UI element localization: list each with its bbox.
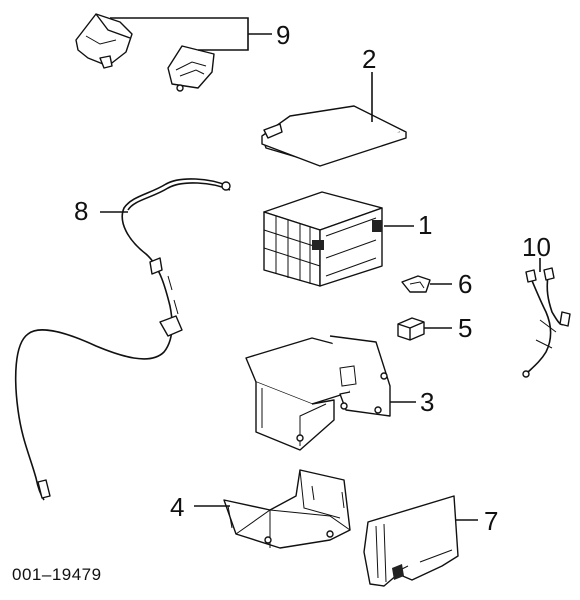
battery-cable-part xyxy=(14,178,231,501)
leader-9 xyxy=(110,17,272,51)
terminal-covers-part xyxy=(75,13,215,92)
callout-10: 10 xyxy=(522,232,551,262)
battery-cover-part xyxy=(261,105,407,167)
callout-9: 9 xyxy=(276,20,290,50)
figure-code: 001–19479 xyxy=(12,565,102,584)
callout-3: 3 xyxy=(420,387,434,417)
block-part xyxy=(397,317,425,341)
shield-panel-part xyxy=(363,495,459,587)
callout-7: 7 xyxy=(484,506,498,536)
callout-5: 5 xyxy=(458,313,472,343)
harness-part xyxy=(522,267,571,378)
callout-1: 1 xyxy=(418,210,432,240)
callout-2: 2 xyxy=(362,44,376,74)
callout-8: 8 xyxy=(74,196,88,226)
callout-6: 6 xyxy=(458,269,472,299)
callout-4: 4 xyxy=(170,492,184,522)
battery-part xyxy=(263,191,383,287)
battery-tray-part xyxy=(245,335,391,451)
lower-tray-part xyxy=(223,469,351,549)
clip-part xyxy=(401,275,431,293)
